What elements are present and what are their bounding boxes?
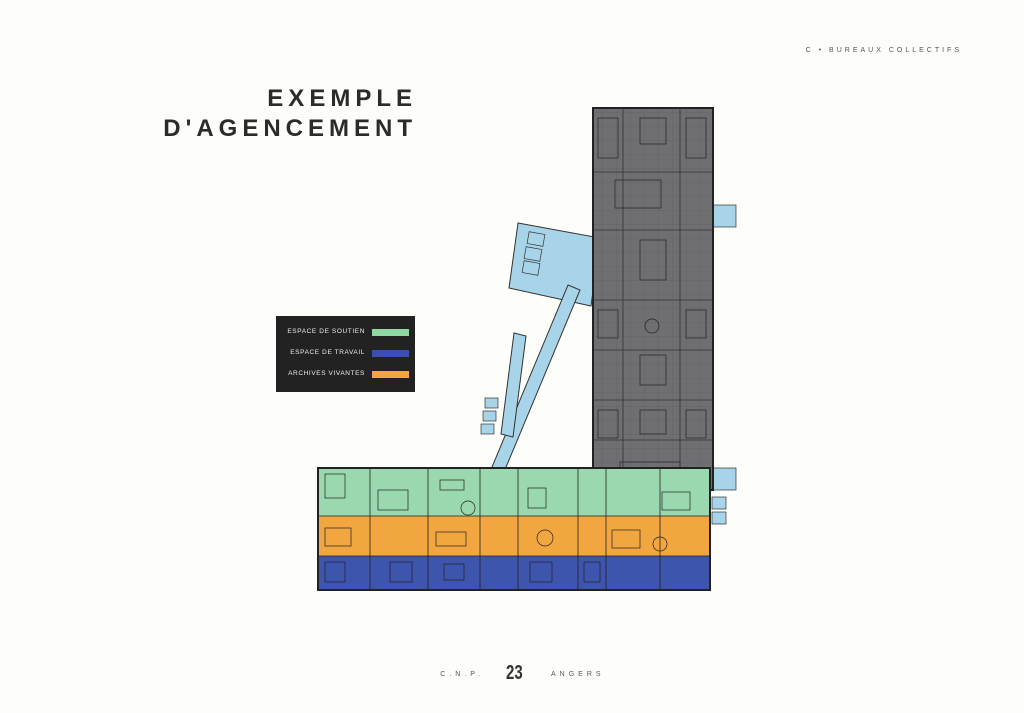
base-wing	[317, 467, 711, 591]
page-footer: C.N.P. 23 ANGERS	[0, 662, 1024, 686]
page-number: 23	[506, 662, 523, 684]
page-title: EXEMPLE D'AGENCEMENT	[163, 84, 417, 144]
title-line-2: D'AGENCEMENT	[163, 115, 417, 142]
legend-item-support: ESPACE DE SOUTIEN	[276, 327, 415, 339]
tower-wing	[592, 107, 714, 491]
legend-item-archives: ARCHIVES VIVANTES	[276, 369, 415, 381]
title-line-1: EXEMPLE	[267, 85, 417, 112]
footer-org: C.N.P.	[440, 671, 484, 678]
legend-swatch	[372, 371, 409, 378]
legend: ESPACE DE SOUTIEN ESPACE DE TRAVAIL ARCH…	[276, 316, 415, 392]
legend-swatch	[372, 329, 409, 336]
section-header: C • BUREAUX COLLECTIFS	[805, 47, 962, 54]
legend-item-work: ESPACE DE TRAVAIL	[276, 348, 415, 360]
legend-label: ESPACE DE SOUTIEN	[287, 328, 365, 335]
footer-city: ANGERS	[551, 671, 605, 678]
legend-label: ARCHIVES VIVANTES	[288, 370, 365, 377]
legend-swatch	[372, 350, 409, 357]
legend-label: ESPACE DE TRAVAIL	[290, 349, 365, 356]
